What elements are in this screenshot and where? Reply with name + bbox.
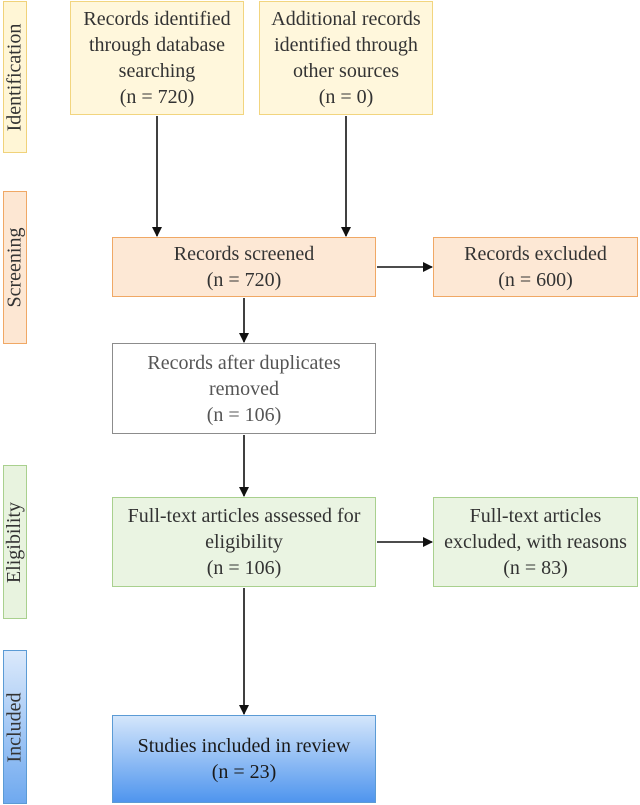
- box-line: Records screened: [173, 243, 315, 265]
- box-line: (n = 600): [498, 269, 573, 291]
- box-fulltext-excluded: Full-text articles excluded, with reason…: [433, 497, 638, 587]
- box-studies-included: Studies included in review (n = 23): [112, 715, 376, 803]
- box-line: other sources: [292, 60, 400, 82]
- box-line: Studies included in review: [137, 735, 351, 757]
- box-line: searching: [118, 60, 196, 82]
- box-line: Records after duplicates: [147, 351, 341, 374]
- box-line: Full-text articles assessed for: [127, 505, 361, 527]
- box-other-sources: Additional records identified through ot…: [259, 1, 433, 115]
- box-records-screened: Records screened (n = 720): [112, 237, 376, 297]
- box-line: (n = 83): [503, 557, 568, 579]
- box-line: Full-text articles: [469, 505, 602, 527]
- box-records-excluded: Records excluded (n = 600): [433, 237, 638, 297]
- stage-included: Included: [3, 650, 27, 804]
- box-line: (n = 720): [119, 86, 195, 108]
- stage-screening: Screening: [3, 191, 27, 344]
- box-line: (n = 0): [318, 86, 374, 108]
- box-line: Additional records: [271, 8, 421, 30]
- box-database-search: Records identified through database sear…: [70, 1, 244, 115]
- box-line: (n = 106): [206, 403, 282, 426]
- box-line: Records identified: [83, 8, 231, 30]
- box-line: removed: [209, 377, 279, 400]
- box-line: identified through: [274, 34, 418, 56]
- box-line: excluded, with reasons: [444, 531, 627, 553]
- box-line: eligibility: [205, 531, 283, 553]
- box-line: Records excluded: [464, 243, 607, 265]
- box-fulltext-assessed: Full-text articles assessed for eligibil…: [112, 497, 376, 587]
- stage-identification: Identification: [3, 1, 27, 153]
- stage-eligibility: Eligibility: [3, 465, 27, 619]
- box-line: through database: [88, 34, 226, 56]
- box-line: (n = 720): [206, 269, 282, 291]
- box-line: (n = 23): [211, 761, 277, 783]
- box-duplicates-removed: Records after duplicates removed (n = 10…: [112, 343, 376, 434]
- box-line: (n = 106): [206, 557, 282, 579]
